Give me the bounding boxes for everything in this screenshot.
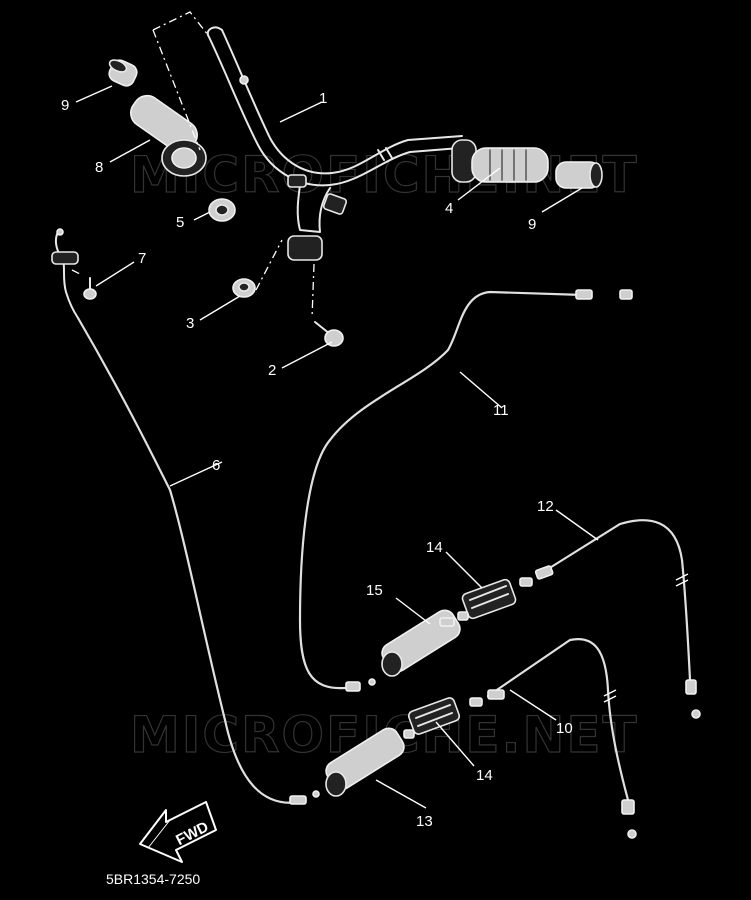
grommet <box>208 198 236 222</box>
assembly-line-nut <box>255 239 283 291</box>
cable-11 <box>298 289 633 692</box>
callout-12: 12 <box>537 498 554 515</box>
assembly-line-left <box>152 29 201 151</box>
cable-6 <box>51 228 320 805</box>
callout-13: 13 <box>416 813 433 830</box>
part-code: 5BR1354-7250 <box>106 871 200 887</box>
callout-9-right: 9 <box>528 216 536 233</box>
callout-14-lower: 14 <box>476 767 493 784</box>
bolt <box>314 321 344 347</box>
nut <box>232 278 256 298</box>
cable-12 <box>519 519 701 719</box>
callout-1: 1 <box>319 90 327 107</box>
screw <box>83 277 97 300</box>
bar-end-left <box>108 59 138 87</box>
assembly-line-screw <box>71 269 83 276</box>
throttle-grip <box>451 139 549 183</box>
watermark-top: MICROFICHE.NET <box>130 146 639 204</box>
callout-8: 8 <box>95 159 103 176</box>
callout-9-left: 9 <box>61 97 69 114</box>
callout-3: 3 <box>186 315 194 332</box>
callout-2: 2 <box>268 362 276 379</box>
bar-end-right <box>555 161 603 189</box>
callout-11: 11 <box>493 402 509 419</box>
adjuster-15 <box>381 609 461 677</box>
callout-5: 5 <box>176 214 184 231</box>
left-grip <box>130 94 207 177</box>
handlebar <box>206 26 463 261</box>
cable-junction-upper <box>457 578 517 621</box>
callout-4: 4 <box>445 200 453 217</box>
callout-10: 10 <box>556 720 573 737</box>
cable-junction-lower <box>403 697 461 739</box>
fwd-label: FWD <box>173 818 211 849</box>
callout-14-upper: 14 <box>426 539 443 556</box>
cable-10 <box>469 638 637 839</box>
assembly-line-bolt <box>311 263 315 319</box>
fwd-arrow-icon <box>139 801 217 863</box>
callout-15: 15 <box>366 582 383 599</box>
callout-6: 6 <box>212 457 220 474</box>
leader-lines <box>75 85 599 809</box>
callout-7: 7 <box>138 250 146 267</box>
assembly-line-top <box>152 11 209 36</box>
adjuster-13 <box>325 727 405 797</box>
